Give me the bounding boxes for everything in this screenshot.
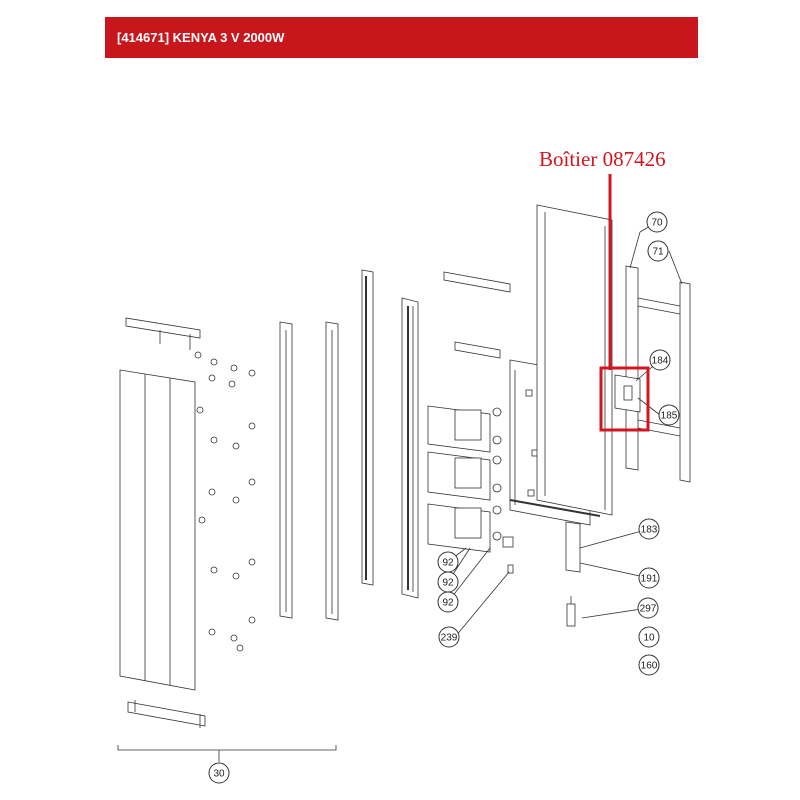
callout-183[interactable]: 183 [638, 518, 660, 540]
flat-plates [443, 271, 511, 359]
callout-71[interactable]: 71 [647, 240, 669, 262]
callouts: 70 71 184 185 183 191 297 10 160 92 92 9… [208, 211, 680, 784]
callout-label-183: 183 [641, 525, 658, 536]
callout-30[interactable]: 30 [208, 762, 230, 784]
thermostat-box-part [614, 374, 641, 413]
callout-label-191: 191 [641, 574, 658, 585]
callout-10[interactable]: 10 [638, 626, 660, 648]
callout-label-92-3: 92 [442, 598, 454, 609]
callout-label-92-1: 92 [442, 558, 454, 569]
callout-label-71: 71 [652, 247, 664, 258]
callout-label-185: 185 [661, 411, 678, 422]
callout-92-3[interactable]: 92 [437, 591, 459, 613]
callout-label-297: 297 [640, 604, 657, 615]
callout-label-239: 239 [441, 633, 458, 644]
callout-label-92-2: 92 [442, 578, 454, 589]
callout-191[interactable]: 191 [638, 567, 660, 589]
heating-elements [427, 405, 514, 574]
callout-239[interactable]: 239 [438, 626, 460, 648]
fixing-screws [194, 351, 256, 652]
callout-label-184: 184 [652, 356, 669, 367]
wall-bracket [625, 265, 691, 483]
header-bar: [414671] KENYA 3 V 2000W [105, 17, 698, 58]
callout-label-160: 160 [641, 661, 658, 672]
callout-184[interactable]: 184 [649, 349, 671, 371]
diagram-drawing [117, 204, 691, 762]
callout-label-30: 30 [213, 769, 225, 780]
callout-70[interactable]: 70 [646, 211, 668, 233]
annotation-highlight-box [599, 366, 650, 432]
callout-297[interactable]: 297 [637, 597, 659, 619]
callout-160[interactable]: 160 [638, 654, 660, 676]
callout-label-10: 10 [643, 633, 655, 644]
page-title: [414671] KENYA 3 V 2000W [117, 30, 285, 45]
back-panel [509, 204, 613, 517]
front-panel [119, 317, 206, 728]
vertical-rails [279, 269, 419, 621]
callout-label-70: 70 [651, 218, 663, 229]
callout-92-1[interactable]: 92 [437, 551, 459, 573]
small-parts [565, 521, 581, 627]
callout-185[interactable]: 185 [658, 404, 680, 426]
annotation-boitier: Boîtier 087426 [539, 147, 666, 432]
callout-92-2[interactable]: 92 [437, 571, 459, 593]
annotation-label: Boîtier 087426 [539, 147, 666, 171]
